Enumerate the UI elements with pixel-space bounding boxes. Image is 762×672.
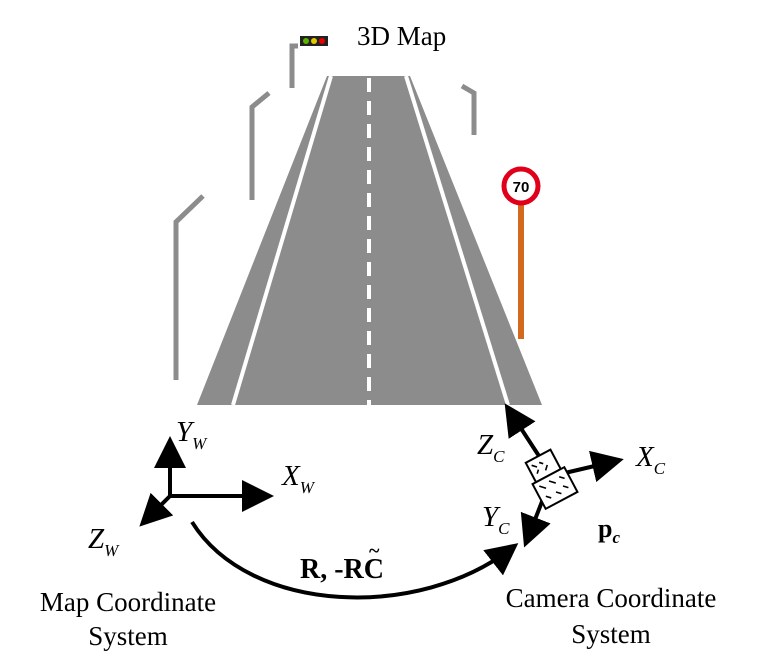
- light-green: [303, 38, 309, 44]
- world-z-label: ZW: [88, 523, 120, 560]
- map-frame-caption-line2: System: [88, 621, 168, 651]
- left-outer-guardrail: [173, 194, 205, 380]
- camera-x-label: XC: [635, 441, 666, 478]
- traffic-light-icon: [289, 36, 328, 88]
- map-frame-caption-line1: Map Coordinate: [40, 587, 216, 617]
- left-inner-guardrail: [249, 91, 271, 200]
- world-x-label: XW: [281, 460, 316, 497]
- light-yellow: [311, 38, 317, 44]
- map-title: 3D Map: [357, 21, 446, 51]
- transform-tilde: ~: [369, 540, 380, 562]
- camera-point-label: pc: [598, 514, 620, 547]
- world-y-label: YW: [176, 416, 208, 453]
- left-lane-line: [231, 75, 333, 406]
- road: [197, 75, 542, 406]
- camera-z-label: ZC: [477, 429, 505, 466]
- camera-frame-caption-line1: Camera Coordinate: [506, 583, 717, 613]
- transform-label: R, -RC: [300, 554, 384, 585]
- world-coordinate-frame: [139, 436, 274, 527]
- speed-limit-sign: 70: [501, 166, 541, 339]
- light-red: [319, 38, 325, 44]
- transform-arrow: [190, 520, 519, 600]
- camera-icon: [524, 448, 579, 511]
- right-guardrail: [460, 83, 477, 135]
- sign-ring: [501, 166, 541, 206]
- camera-frame-caption-line2: System: [571, 619, 651, 649]
- camera-y-label: YC: [482, 501, 510, 538]
- guardrails: [173, 83, 477, 380]
- world-z-axis: [139, 492, 174, 527]
- sign-pole: [518, 203, 524, 339]
- right-lane-line: [404, 75, 510, 406]
- speed-limit-value: 70: [513, 179, 530, 196]
